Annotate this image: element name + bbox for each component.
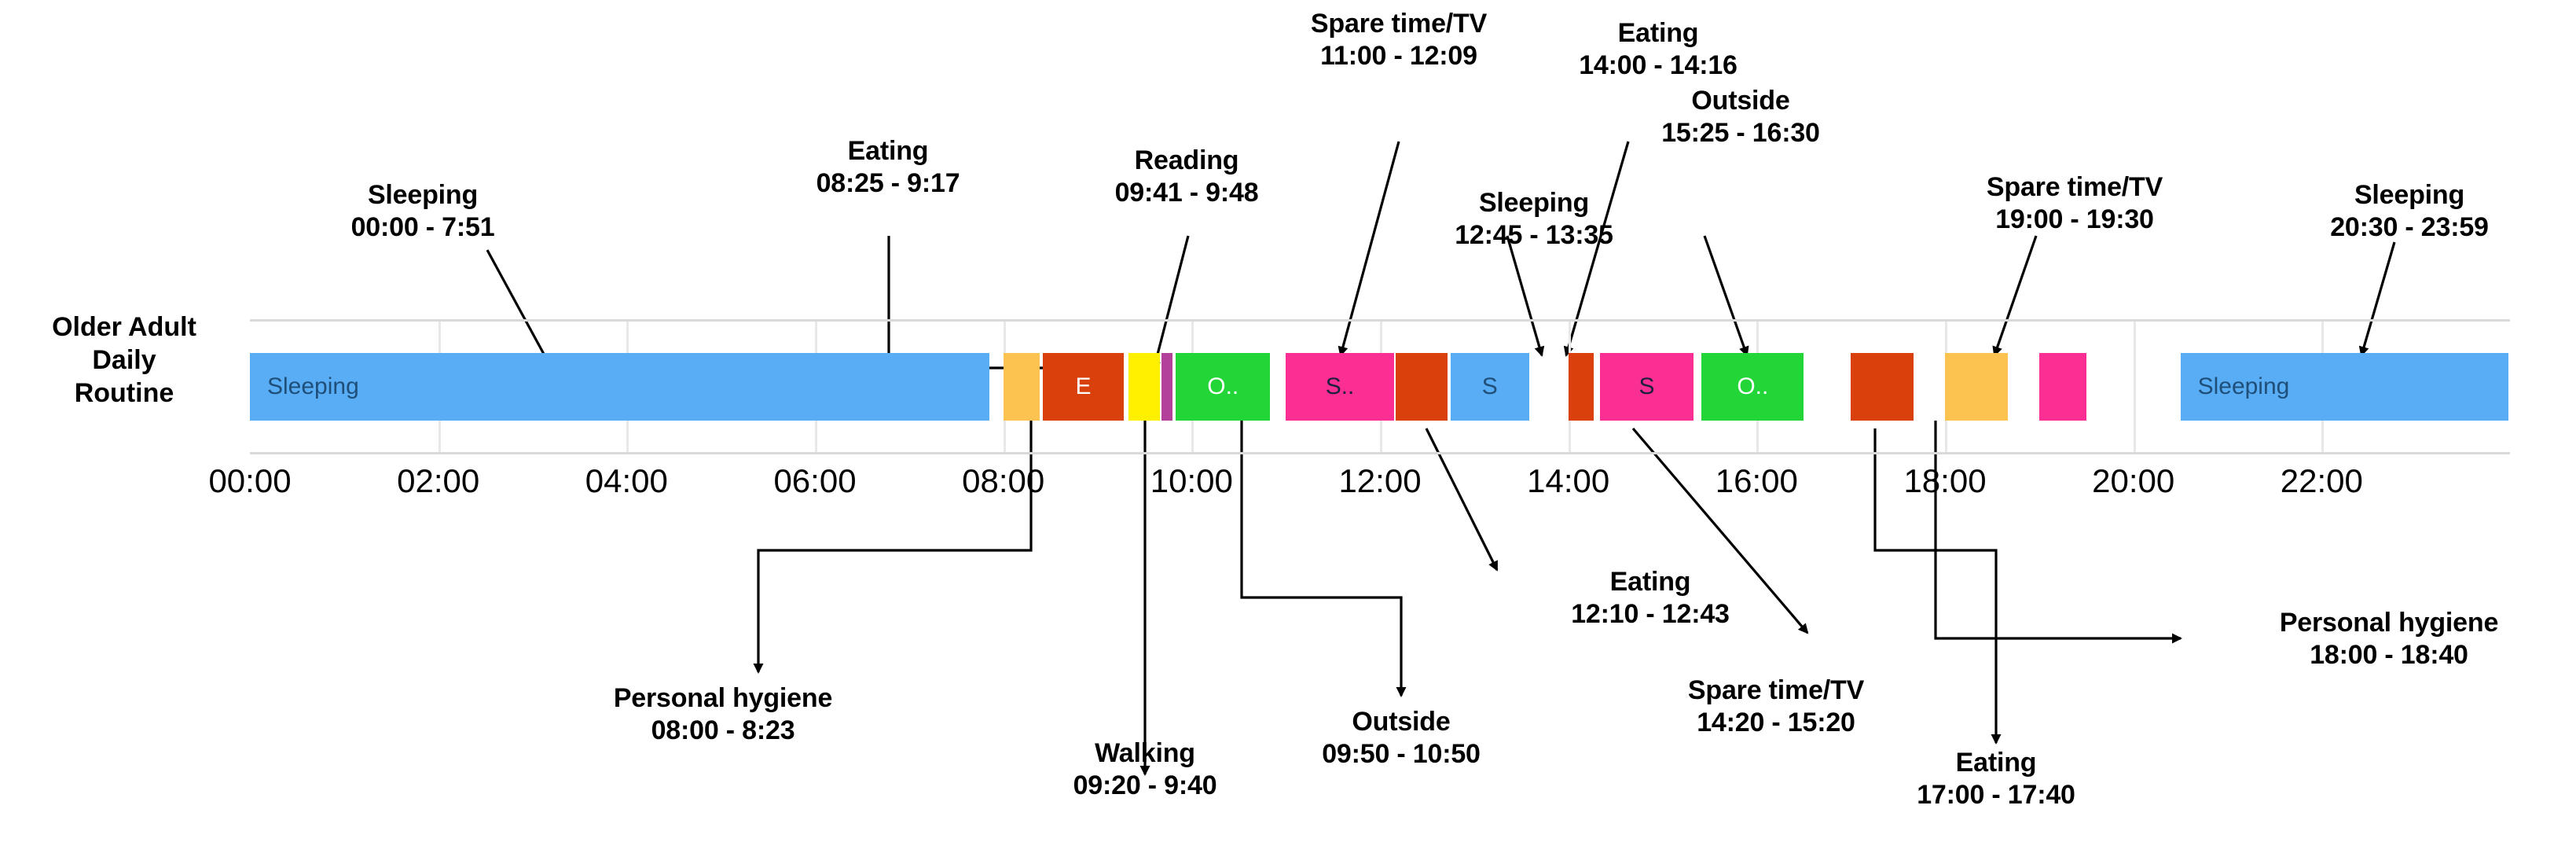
timeline-segment[interactable] — [1128, 353, 1161, 421]
y-axis-label: Older Adult Daily Routine — [6, 311, 242, 410]
timeline-segment[interactable]: S — [1450, 353, 1529, 421]
x-axis-ticks: 00:00 02:00 04:00 06:00 08:00 10:00 12:00 14:00… — [208, 462, 2510, 509]
timeline-segment[interactable] — [2038, 353, 2086, 421]
callout-title: Outside — [1691, 86, 1790, 116]
callout-title: Sleeping — [1478, 188, 1590, 218]
timeline-segment[interactable]: O.. — [1176, 353, 1271, 421]
segment-label: Sleeping — [267, 373, 359, 399]
x-axis-tick-label: 04:00 — [585, 462, 668, 499]
timeline-segment[interactable]: S.. — [1286, 353, 1394, 421]
callout-title: Eating — [1955, 748, 2037, 778]
segment-label: S — [1638, 373, 1655, 399]
callout-title: Walking — [1095, 738, 1195, 768]
callout-range: 20:30 - 23:59 — [2330, 212, 2489, 243]
callout-range: 08:00 - 8:23 — [651, 715, 795, 746]
timeline-segment[interactable]: O.. — [1701, 353, 1804, 421]
timeline-segment[interactable]: S — [1599, 353, 1694, 421]
callout-range: 17:00 - 17:40 — [1917, 780, 2075, 811]
callout-range: 09:41 - 9:48 — [1114, 178, 1259, 208]
x-axis-tick-label: 00:00 — [208, 462, 292, 499]
callout-range: 18:00 - 18:40 — [2310, 640, 2468, 671]
callout-title: Spare time/TV — [1986, 172, 2163, 202]
y-axis-label-line3: Routine — [74, 378, 174, 409]
callout-title: Personal hygiene — [2279, 608, 2499, 638]
callout-title: Personal hygiene — [613, 683, 833, 713]
callout-title: Eating — [1609, 567, 1691, 597]
callout-hygiene-2: Personal hygiene 18:00 - 18:40 — [2193, 607, 2576, 672]
timeline-segment[interactable] — [1945, 353, 2008, 421]
callout-range: 11:00 - 12:09 — [1320, 41, 1477, 72]
timeline-segment[interactable] — [1395, 353, 1448, 421]
callout-spare-time-3: Spare time/TV 19:00 - 19:30 — [1902, 171, 2248, 237]
callout-title: Eating — [1617, 18, 1699, 48]
callout-eating-3: Eating 12:10 - 12:43 — [1493, 566, 1807, 631]
x-axis-tick-label: 20:00 — [2092, 462, 2175, 499]
callout-range: 19:00 - 19:30 — [1995, 204, 2154, 235]
timeline-segment[interactable]: Sleeping — [250, 353, 989, 421]
callout-range: 12:45 - 13:35 — [1455, 220, 1613, 251]
segment-label: S — [1481, 373, 1498, 399]
timeline-segment[interactable] — [1568, 353, 1594, 421]
callout-eating-4: Eating 17:00 - 17:40 — [1847, 747, 2145, 812]
callout-title: Sleeping — [2354, 180, 2465, 210]
timeline-segment[interactable] — [1851, 353, 1914, 421]
callout-outside-1: Outside 09:50 - 10:50 — [1248, 706, 1554, 771]
callout-title: Eating — [847, 136, 929, 166]
callout-range: 12:10 - 12:43 — [1571, 599, 1730, 630]
segment-label: O.. — [1737, 373, 1769, 399]
x-axis-tick-label: 14:00 — [1527, 462, 1610, 499]
x-axis-tick-label: 08:00 — [962, 462, 1045, 499]
x-axis-tick-label: 10:00 — [1150, 462, 1233, 499]
timeline-segment[interactable]: Sleeping — [2180, 353, 2508, 421]
callout-title: Spare time/TV — [1687, 675, 1865, 705]
callout-range: 15:25 - 16:30 — [1661, 118, 1820, 149]
timeline-segment[interactable]: E — [1042, 353, 1125, 421]
callout-eating-2: Eating 14:00 - 14:16 — [1501, 17, 1815, 83]
segment-label: O.. — [1207, 373, 1239, 399]
timeline-segment[interactable] — [1161, 353, 1173, 421]
segment-label: E — [1075, 373, 1092, 399]
y-axis-label-line2: Daily — [92, 345, 156, 376]
timeline-bar: Sleeping E O.. S.. S S O.. Sleeping — [250, 353, 2510, 421]
callout-range: 09:50 - 10:50 — [1322, 739, 1481, 770]
callout-title: Sleeping — [367, 180, 479, 210]
callout-range: 09:20 - 9:40 — [1073, 770, 1217, 801]
callout-walking: Walking 09:20 - 9:40 — [992, 737, 1298, 803]
x-axis-tick-label: 18:00 — [1903, 462, 1987, 499]
y-axis-label-line1: Older Adult — [52, 312, 196, 342]
callout-range: 14:00 - 14:16 — [1579, 50, 1738, 81]
x-axis-tick-label: 06:00 — [773, 462, 857, 499]
callout-range: 08:25 - 9:17 — [816, 168, 960, 199]
callout-title: Reading — [1134, 145, 1239, 175]
callout-range: 14:20 - 15:20 — [1697, 708, 1855, 738]
x-axis-tick-label: 22:00 — [2280, 462, 2363, 499]
callout-hygiene-1: Personal hygiene 08:00 - 8:23 — [527, 682, 919, 748]
callout-reading: Reading 09:41 - 9:48 — [1053, 145, 1320, 210]
timeline-segment[interactable] — [1003, 353, 1040, 421]
callout-sleeping-3: Sleeping 20:30 - 23:59 — [2252, 179, 2567, 245]
segment-label: Sleeping — [2197, 373, 2290, 399]
callout-sleeping-2: Sleeping 12:45 - 13:35 — [1377, 187, 1691, 252]
callout-outside-2: Outside 15:25 - 16:30 — [1587, 85, 1894, 150]
callout-sleeping-1: Sleeping 00:00 - 7:51 — [297, 179, 549, 245]
x-axis-tick-label: 12:00 — [1338, 462, 1422, 499]
callout-title: Outside — [1352, 707, 1451, 737]
x-axis-tick-label: 16:00 — [1715, 462, 1798, 499]
callout-title: Spare time/TV — [1310, 9, 1488, 39]
segment-label: S.. — [1325, 373, 1355, 399]
callout-spare-time-1: Spare time/TV 11:00 - 12:09 — [1226, 8, 1572, 73]
callout-spare-time-2: Spare time/TV 14:20 - 15:20 — [1603, 675, 1949, 740]
gridline — [2133, 322, 2136, 452]
x-axis-tick-label: 02:00 — [397, 462, 480, 499]
callout-range: 00:00 - 7:51 — [350, 212, 495, 243]
callout-eating-1: Eating 08:25 - 9:17 — [754, 135, 1022, 200]
